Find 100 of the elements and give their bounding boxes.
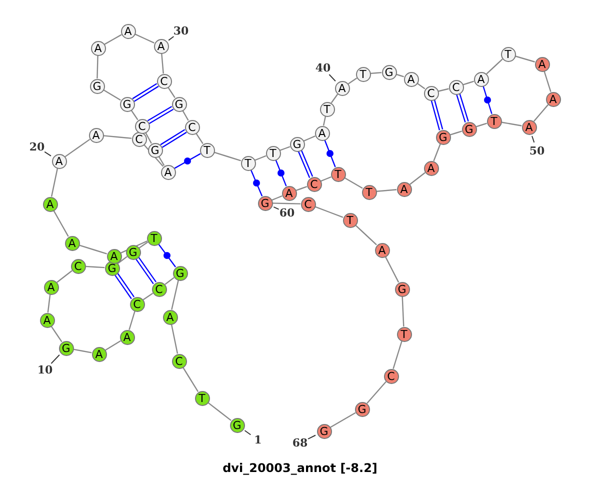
backbone-line: [103, 89, 121, 101]
nucleotide-circle: C: [172, 354, 186, 368]
nucleotide-circle: A: [120, 24, 136, 38]
nucleotide-circle: A: [160, 164, 176, 180]
position-number: 30: [173, 26, 189, 36]
backbone-line: [134, 34, 154, 44]
backbone-line: [376, 189, 397, 192]
backbone-line: [103, 135, 132, 139]
backbone-line: [416, 82, 426, 90]
nucleotide-circle: G: [354, 402, 370, 416]
backbone-line: [450, 130, 462, 136]
nucleotide-circle: C: [384, 368, 398, 384]
base-pair-line: [298, 150, 314, 178]
nucleotide-circle: T: [146, 230, 162, 246]
backbone-line: [142, 292, 154, 300]
backbone-line: [145, 132, 152, 144]
nucleotide-circle: T: [362, 184, 376, 200]
base-pair-line: [174, 153, 201, 169]
nucleotide-circle: G: [126, 244, 140, 260]
base-pair-line: [135, 256, 157, 284]
nucleotide-circle: T: [320, 102, 334, 116]
backbone-line: [501, 122, 522, 126]
nucleotide-circle: C: [70, 258, 86, 274]
nucleotide-circle: G: [258, 196, 272, 210]
nucleotide-circle: T: [500, 46, 516, 62]
nucleotide-circle: G: [230, 418, 244, 432]
backbone-line: [64, 138, 90, 158]
nucleotide-circle: C: [156, 74, 172, 88]
nucleotide-circle: C: [300, 196, 316, 212]
base-pair-line: [275, 160, 287, 186]
position-number: 20: [29, 142, 45, 152]
nucleotide-circle: A: [162, 310, 178, 324]
caption: dvi_20003_annot [-8.2]: [222, 461, 378, 475]
nucleotide-circle: G: [104, 260, 120, 276]
position-number: 68: [292, 438, 308, 448]
nucleotide-circle: G: [172, 266, 188, 280]
backbone-line: [50, 168, 58, 197]
nucleotide-circle: A: [546, 92, 560, 106]
backbone-line: [168, 86, 176, 98]
backbone-line: [384, 256, 400, 283]
backbone-line: [330, 94, 338, 104]
nucleotide-circle: G: [90, 78, 104, 94]
nucleotide-circle: G: [436, 130, 450, 144]
nucleotide-circle: C: [448, 80, 464, 94]
backbone-line: [130, 110, 138, 120]
nucleotide-circle: A: [404, 72, 418, 86]
nucleotide-circle: C: [306, 176, 322, 192]
base-pair-line: [160, 129, 188, 148]
backbone-line: [280, 146, 290, 151]
backbone-line: [322, 116, 326, 126]
nucleotide-circle: C: [130, 296, 144, 312]
backbone-line: [402, 296, 404, 327]
backbone-line: [85, 266, 105, 268]
backbone-line: [410, 172, 426, 185]
backbone-line: [214, 152, 242, 162]
nucleotide-circle: C: [152, 282, 166, 296]
backbone-line: [366, 381, 386, 404]
nucleotide-circle: A: [90, 40, 106, 56]
nucleotide-circle: A: [534, 56, 550, 72]
backbone-line: [304, 135, 316, 142]
nucleotide-circle: A: [522, 120, 536, 134]
nucleotide-circle: A: [374, 242, 390, 258]
nucleotide-circle: A: [120, 330, 134, 344]
base-pair-line: [114, 272, 135, 300]
base-pair-line: [430, 99, 444, 131]
nucleotide-circle: G: [120, 96, 134, 112]
nucleotide-circle: C: [184, 120, 200, 134]
backbone-line: [355, 224, 377, 246]
nucleotide-circle: A: [40, 312, 54, 328]
backbone-line: [78, 244, 108, 254]
backbone-line: [330, 412, 356, 428]
base-pair-line: [456, 93, 469, 123]
nucleotide-circle: T: [486, 114, 502, 128]
backbone-line: [158, 156, 165, 166]
nucleotide-circle: A: [88, 128, 104, 142]
backbone-line: [254, 155, 266, 161]
backbone-line: [104, 34, 122, 45]
nucleotide-circle: G: [462, 122, 476, 136]
backbone-line: [533, 104, 549, 122]
backbone-line: [56, 270, 72, 283]
nucleotide-circle: T: [200, 142, 214, 158]
backbone-line: [182, 367, 199, 392]
backbone-line: [320, 176, 332, 182]
nucleotide-circle: T: [396, 326, 412, 342]
base-pair-line: [147, 106, 174, 124]
backbone-line: [144, 144, 164, 167]
backbone-line: [50, 326, 62, 342]
nucleotide-circle: T: [266, 146, 280, 160]
backbone-line: [73, 348, 92, 354]
nucleotide-circle: T: [330, 166, 346, 182]
nucleotide-circle: A: [44, 280, 58, 294]
nucleotide-circle: G: [58, 340, 74, 356]
nucleotide-circle: A: [474, 72, 488, 86]
nucleotide-circle: G: [394, 282, 410, 296]
position-number: 40: [315, 62, 331, 74]
nucleotide-circle: A: [282, 186, 296, 200]
backbone-line: [170, 324, 178, 354]
backbone-line: [47, 294, 51, 313]
backbone-line: [392, 340, 402, 370]
backbone-line: [486, 58, 503, 74]
